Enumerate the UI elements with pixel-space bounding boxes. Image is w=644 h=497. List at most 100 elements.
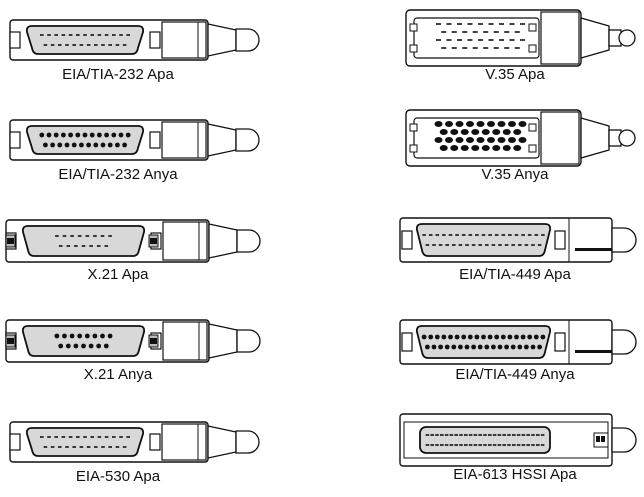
pin-socket — [86, 142, 91, 148]
d-face — [21, 225, 146, 257]
connector-eia232-anya — [8, 112, 260, 168]
pin-socket — [71, 142, 77, 148]
connector-hssi-apa — [398, 412, 640, 468]
pin-socket — [481, 145, 490, 151]
housing — [161, 21, 207, 59]
pin-socket — [460, 129, 469, 135]
pin-socket — [434, 334, 440, 340]
connector-label-eia449-apa: EIA/TIA-449 Apa — [459, 266, 571, 283]
pin-socket — [125, 132, 131, 138]
pin-socket — [450, 145, 459, 151]
connector-drawing — [405, 9, 636, 67]
pin-socket — [118, 132, 124, 138]
pin-socket — [111, 132, 117, 138]
pin-socket — [64, 142, 70, 148]
pin-socket — [477, 344, 483, 350]
pin-socket — [50, 142, 55, 148]
connector-eia449-anya — [398, 314, 640, 370]
pin-socket — [428, 334, 434, 340]
pin-socket — [491, 344, 496, 350]
pin-socket — [533, 334, 539, 340]
pin-socket — [461, 334, 467, 340]
cable-boot — [207, 123, 237, 157]
pin-socket — [540, 334, 546, 340]
pin-socket — [445, 121, 453, 127]
pin-socket — [481, 129, 490, 135]
pin-socket — [89, 132, 95, 138]
pin-socket — [57, 142, 63, 148]
pin-socket — [513, 145, 522, 151]
connector-label-eia232-anya: EIA/TIA-232 Anya — [58, 166, 178, 183]
latch — [528, 23, 537, 32]
pin-socket — [518, 121, 527, 127]
pin-socket — [69, 333, 75, 339]
latch — [409, 23, 418, 32]
pin-socket — [520, 334, 526, 340]
housing — [162, 221, 208, 261]
housing — [161, 423, 207, 461]
connector-label-x21-anya: X.21 Anya — [83, 366, 153, 383]
pin-socket — [471, 145, 480, 151]
pin-socket — [46, 132, 52, 138]
pin-socket — [107, 142, 113, 148]
pin-socket — [527, 334, 533, 340]
pin-socket — [460, 145, 469, 151]
pin-socket — [79, 142, 84, 148]
latch-bar — [575, 350, 615, 353]
pin-socket — [524, 344, 529, 350]
flange-ear — [401, 230, 413, 250]
latch — [409, 44, 418, 53]
pin-socket — [455, 137, 464, 143]
pin-socket — [451, 344, 457, 350]
pin-socket — [445, 137, 453, 143]
pin-socket — [481, 334, 486, 340]
pin-socket — [455, 121, 464, 127]
screw-head — [150, 238, 157, 244]
flange-ear — [9, 433, 21, 451]
pin-socket — [464, 344, 470, 350]
latch — [528, 123, 537, 132]
d-face — [21, 325, 146, 357]
face — [419, 426, 551, 454]
screw-head — [7, 238, 14, 244]
pin-socket — [425, 344, 430, 350]
d-face — [25, 125, 145, 155]
pin-socket — [513, 129, 522, 135]
pin-socket — [438, 344, 443, 350]
latch — [528, 144, 537, 153]
pin-socket — [62, 333, 67, 339]
flange-ear — [401, 332, 413, 352]
flange-ear — [554, 332, 566, 352]
pin-socket — [471, 344, 476, 350]
latch — [409, 144, 418, 153]
pin-socket — [122, 142, 127, 148]
cable-boot — [580, 17, 610, 59]
pin-socket — [39, 132, 45, 138]
pin-socket — [530, 344, 536, 350]
housing — [161, 121, 207, 159]
connector-label-x21-apa: X.21 Apa — [87, 266, 149, 283]
pin-socket — [476, 137, 485, 143]
pin-socket — [484, 344, 490, 350]
pin-socket — [88, 343, 94, 349]
flange-ear — [149, 131, 161, 149]
pin-socket — [500, 334, 506, 340]
pin-socket — [476, 121, 485, 127]
latch — [528, 44, 537, 53]
pin-socket — [75, 132, 81, 138]
pin-socket — [431, 344, 437, 350]
pin-socket — [454, 334, 460, 340]
connector-label-v35-apa: V.35 Apa — [485, 66, 545, 83]
switch-toggle — [596, 436, 600, 442]
pin-socket — [467, 334, 473, 340]
connector-label-v35-anya: V.35 Anya — [481, 166, 549, 183]
pin-socket — [537, 344, 542, 350]
pin-socket — [450, 129, 459, 135]
pin-socket — [497, 137, 506, 143]
housing — [540, 11, 580, 65]
pin-socket — [492, 129, 501, 135]
connector-drawing — [399, 319, 637, 365]
cable-cap — [235, 430, 260, 454]
pin-socket — [497, 344, 503, 350]
cable-boot — [208, 223, 238, 259]
